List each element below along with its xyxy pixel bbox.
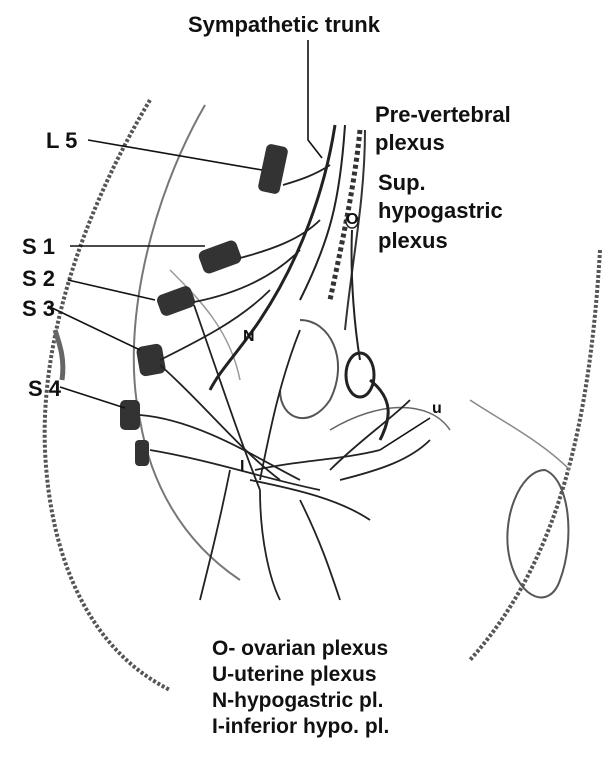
s1-label: S 1 — [22, 234, 55, 259]
left-body-outline — [45, 100, 170, 690]
right-body-outline — [470, 250, 600, 660]
pre-vertebral-label-2: plexus — [375, 130, 445, 155]
sup-hypogastric-label-3: plexus — [378, 228, 448, 253]
l5-label: L 5 — [46, 128, 77, 153]
i-marker: I — [240, 458, 244, 476]
s3-label: S 3 — [22, 296, 55, 321]
n-marker: N — [243, 328, 255, 346]
legend-item-uterine: U-uterine plexus — [212, 662, 389, 688]
sup-hypogastric-label-2: hypogastric — [378, 198, 503, 223]
pelvic-outline — [134, 105, 240, 580]
legend: O- ovarian plexus U-uterine plexus N-hyp… — [212, 636, 389, 740]
legend-item-hypogastric: N-hypogastric pl. — [212, 688, 389, 714]
u-marker: u — [432, 400, 442, 418]
s4-label: S 4 — [28, 376, 61, 401]
sup-hypogastric-label-1: Sup. — [378, 170, 426, 195]
legend-item-inferior: I-inferior hypo. pl. — [212, 714, 389, 740]
pre-vertebral-label-1: Pre-vertebral — [375, 102, 511, 127]
o-marker: O — [346, 211, 358, 229]
sympathetic-trunk-label: Sympathetic trunk — [188, 12, 380, 37]
legend-item-ovarian: O- ovarian plexus — [212, 636, 389, 662]
s2-label: S 2 — [22, 266, 55, 291]
